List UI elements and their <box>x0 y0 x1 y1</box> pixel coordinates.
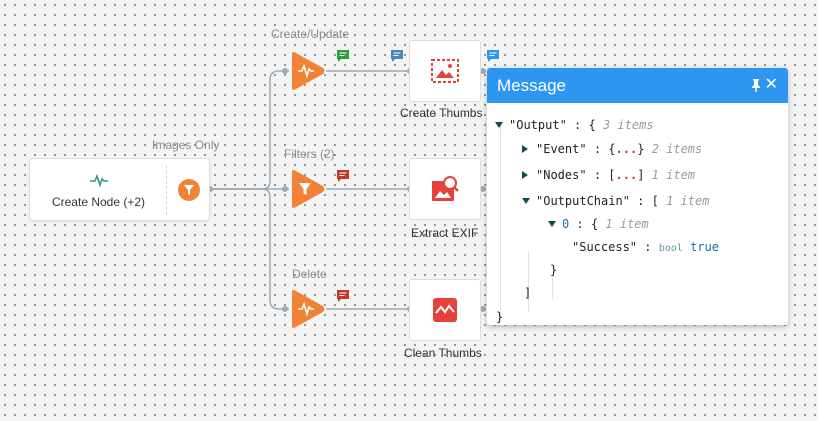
process-node-filters[interactable] <box>290 169 326 209</box>
source-node-create[interactable]: Create Node (+2) <box>29 158 210 221</box>
comment-badge-blue-thumbs-in[interactable] <box>390 49 404 62</box>
source-node-title: Create Node (+2) <box>51 195 146 209</box>
label-filters: Filters (2) <box>284 147 335 161</box>
comment-icon <box>337 50 349 62</box>
message-panel: Message ✕ "Output" : { 3 items "Event" :… <box>487 68 788 325</box>
tree-guide <box>528 251 529 311</box>
pulse-icon <box>90 173 108 187</box>
process-node-delete[interactable] <box>290 289 326 329</box>
message-panel-title: Message <box>497 76 566 95</box>
source-node-divider <box>166 165 167 215</box>
comment-badge-green[interactable] <box>336 49 350 62</box>
pulse-icon <box>298 301 314 317</box>
comment-icon <box>337 170 349 182</box>
comment-badge-red-filters[interactable] <box>336 169 350 182</box>
comment-badge-blue-thumbs-out[interactable] <box>486 49 500 62</box>
label-create-update: Create/Update <box>271 27 350 41</box>
tree-guide <box>500 121 501 317</box>
pulse-icon <box>298 63 314 79</box>
filter-icon <box>184 185 194 195</box>
caret-right-icon[interactable] <box>522 171 528 179</box>
pin-icon[interactable] <box>750 78 762 92</box>
broken-image-icon <box>433 298 457 322</box>
tree-row-output-chain[interactable]: "OutputChain" : [ 1 item <box>522 193 709 209</box>
caret-right-icon[interactable] <box>522 145 528 153</box>
filter-button[interactable] <box>178 179 200 201</box>
caption-extract-exif: Extract EXIF <box>411 226 479 240</box>
image-icon <box>431 59 459 83</box>
caption-clean-thumbs: Clean Thumbs <box>404 346 482 360</box>
edge-source-to-delete <box>210 188 289 310</box>
edge-source-to-create-update <box>210 70 289 190</box>
caret-down-icon[interactable] <box>522 198 530 204</box>
close-icon[interactable]: ✕ <box>764 76 778 93</box>
image-search-icon <box>432 176 459 201</box>
tree-close-output: } <box>496 310 504 324</box>
output-node-clean-thumbs[interactable] <box>409 279 481 341</box>
label-delete: Delete <box>292 267 327 281</box>
output-node-extract-exif[interactable] <box>409 158 481 220</box>
tree-row-output[interactable]: "Output" : { 3 items <box>495 117 654 133</box>
caret-down-icon[interactable] <box>548 221 556 227</box>
comment-icon <box>487 50 499 62</box>
process-node-create-update[interactable] <box>290 51 326 91</box>
tree-row-nodes[interactable]: "Nodes" : [...] 1 item <box>522 167 695 183</box>
caption-create-thumbs: Create Thumbs <box>400 106 483 120</box>
filter-icon <box>299 183 311 195</box>
comment-badge-red-delete[interactable] <box>336 289 350 302</box>
comment-icon <box>391 50 403 62</box>
tree-guide <box>552 275 553 299</box>
tree-row-item-0[interactable]: 0 : { 1 item <box>548 216 649 232</box>
tree-row-success: "Success" : bool true <box>572 240 719 254</box>
tree-close-output-chain: ] <box>524 286 532 300</box>
tree-row-event[interactable]: "Event" : {...} 2 items <box>522 141 702 157</box>
output-node-create-thumbs[interactable] <box>409 40 481 102</box>
message-panel-header[interactable]: Message ✕ <box>487 68 788 103</box>
comment-icon <box>337 290 349 302</box>
caret-down-icon[interactable] <box>495 122 503 128</box>
tree-close-item-0: } <box>550 263 558 277</box>
label-images-only: Images Only <box>152 138 220 152</box>
